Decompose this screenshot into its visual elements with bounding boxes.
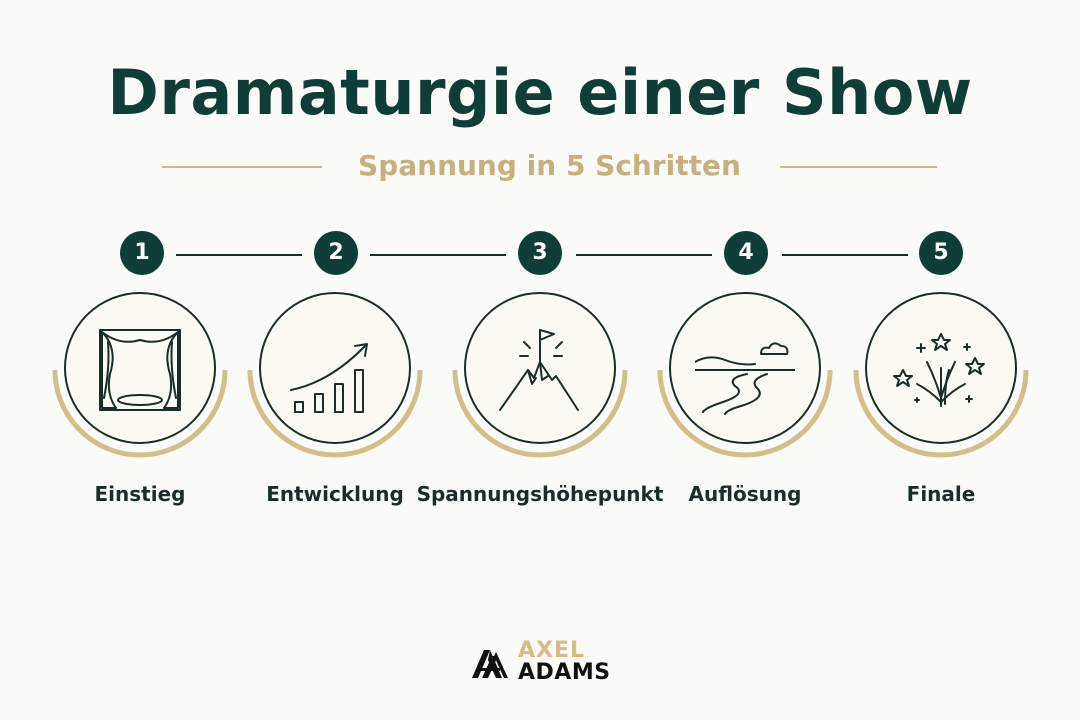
step-circle-2 (247, 292, 423, 458)
timeline-connector-2-3 (370, 254, 506, 256)
step-item-5: Finale (846, 290, 1036, 510)
rising-chart-icon (290, 343, 368, 413)
timeline-connector-1-2 (176, 254, 302, 256)
step-item-3: Spannungshöhepunkt (417, 290, 663, 510)
step-item-2: Entwicklung (240, 290, 430, 510)
logo-text-line1: AXEL (518, 638, 586, 663)
page-title: Dramaturgie einer Show (107, 56, 973, 129)
theater-curtain-icon (99, 329, 181, 411)
subtitle-divider-left (162, 166, 322, 168)
step-label-1: Einstieg (94, 482, 186, 506)
step-number-badge-1: 1 (120, 231, 164, 275)
fireworks-icon (893, 333, 985, 407)
brand-logo: AXEL ADAMS (468, 638, 618, 688)
step-circle-4 (657, 292, 833, 458)
river-landscape-icon (695, 342, 795, 415)
step-label-2: Entwicklung (266, 482, 404, 506)
step-number-badge-4: 4 (724, 231, 768, 275)
logo-mark-icon (472, 650, 508, 678)
step-number-badge-2: 2 (314, 231, 358, 275)
step-label-4: Auflösung (688, 482, 802, 506)
step-item-4: Auflösung (650, 290, 840, 510)
timeline-connector-4-5 (782, 254, 908, 256)
timeline-connector-3-4 (576, 254, 712, 256)
step-label-3: Spannungshöhepunkt (416, 482, 664, 506)
subtitle-row: Spannung in 5 Schritten (162, 145, 937, 189)
page-subtitle: Spannung in 5 Schritten (358, 149, 741, 182)
logo-text-line2: ADAMS (518, 660, 611, 685)
step-number-badge-5: 5 (919, 231, 963, 275)
mountain-flag-icon (499, 329, 579, 411)
step-label-5: Finale (906, 482, 976, 506)
subtitle-divider-right (780, 166, 937, 168)
step-item-1: Einstieg (45, 290, 235, 510)
step-number-badge-3: 3 (518, 231, 562, 275)
